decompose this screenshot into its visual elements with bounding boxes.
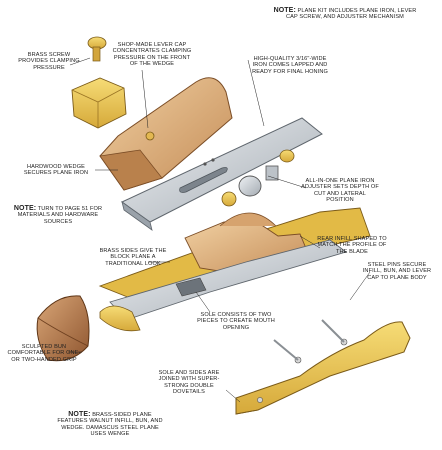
label-joined: SOLE AND SIDES ARE JOINED WITH SUPER-STR… [158,370,220,396]
note-kit-head: NOTE: [273,7,296,14]
label-rear-infill: REAR INFILL SHAPED TO MATCH THE PROFILE … [317,236,387,255]
label-brass-screw: BRASS SCREW PROVIDES CLAMPING PRESSURE [18,52,80,71]
note-page: NOTE: TURN TO PAGE 51 FOR MATERIALS AND … [8,205,108,225]
lever-cap-part [71,77,127,129]
note-kit-body: PLANE KIT INCLUDES PLANE IRON, LEVER CAP… [286,8,417,21]
plane-body-part [98,207,371,332]
label-bun: SCULPTED BUN COMFORTABLE FOR ONE- OR TWO… [7,344,81,363]
label-iron: HIGH-QUALITY 3/16"-WIDE IRON COMES LAPPE… [252,56,328,75]
brass-side-plate-part [235,319,411,415]
brass-screw-part [87,36,107,62]
note-kit: NOTE: PLANE KIT INCLUDES PLANE IRON, LEV… [270,7,420,21]
note-page-body: TURN TO PAGE 51 FOR MATERIALS AND HARDWA… [17,206,103,225]
label-wedge: HARDWOOD WEDGE SECURES PLANE IRON [23,164,89,177]
plane-iron-part [121,117,323,231]
label-adjuster: ALL-IN-ONE PLANE IRON ADJUSTER SETS DEPT… [301,178,379,204]
label-steel-pins: STEEL PINS SECURE INFILL, BUN, AND LEVER… [362,262,432,281]
label-brass-sides: BRASS SIDES GIVE THE BLOCK PLANE A TRADI… [99,248,167,267]
note-materials: NOTE: BRASS-SIDED PLANE FEATURES WALNUT … [54,411,166,438]
label-sole: SOLE CONSISTS OF TWO PIECES TO CREATE MO… [197,312,275,331]
walnut-bun-part [36,295,90,362]
note-materials-body: BRASS-SIDED PLANE FEATURES WALNUT INFILL… [57,412,163,438]
note-materials-head: NOTE: [68,411,91,418]
hardwood-wedge-part [99,77,233,191]
note-page-head: NOTE: [13,205,37,212]
label-lever-cap: SHOP-MADE LEVER CAP CONCENTRATES CLAMPIN… [112,42,192,68]
leader-lines [68,57,371,403]
